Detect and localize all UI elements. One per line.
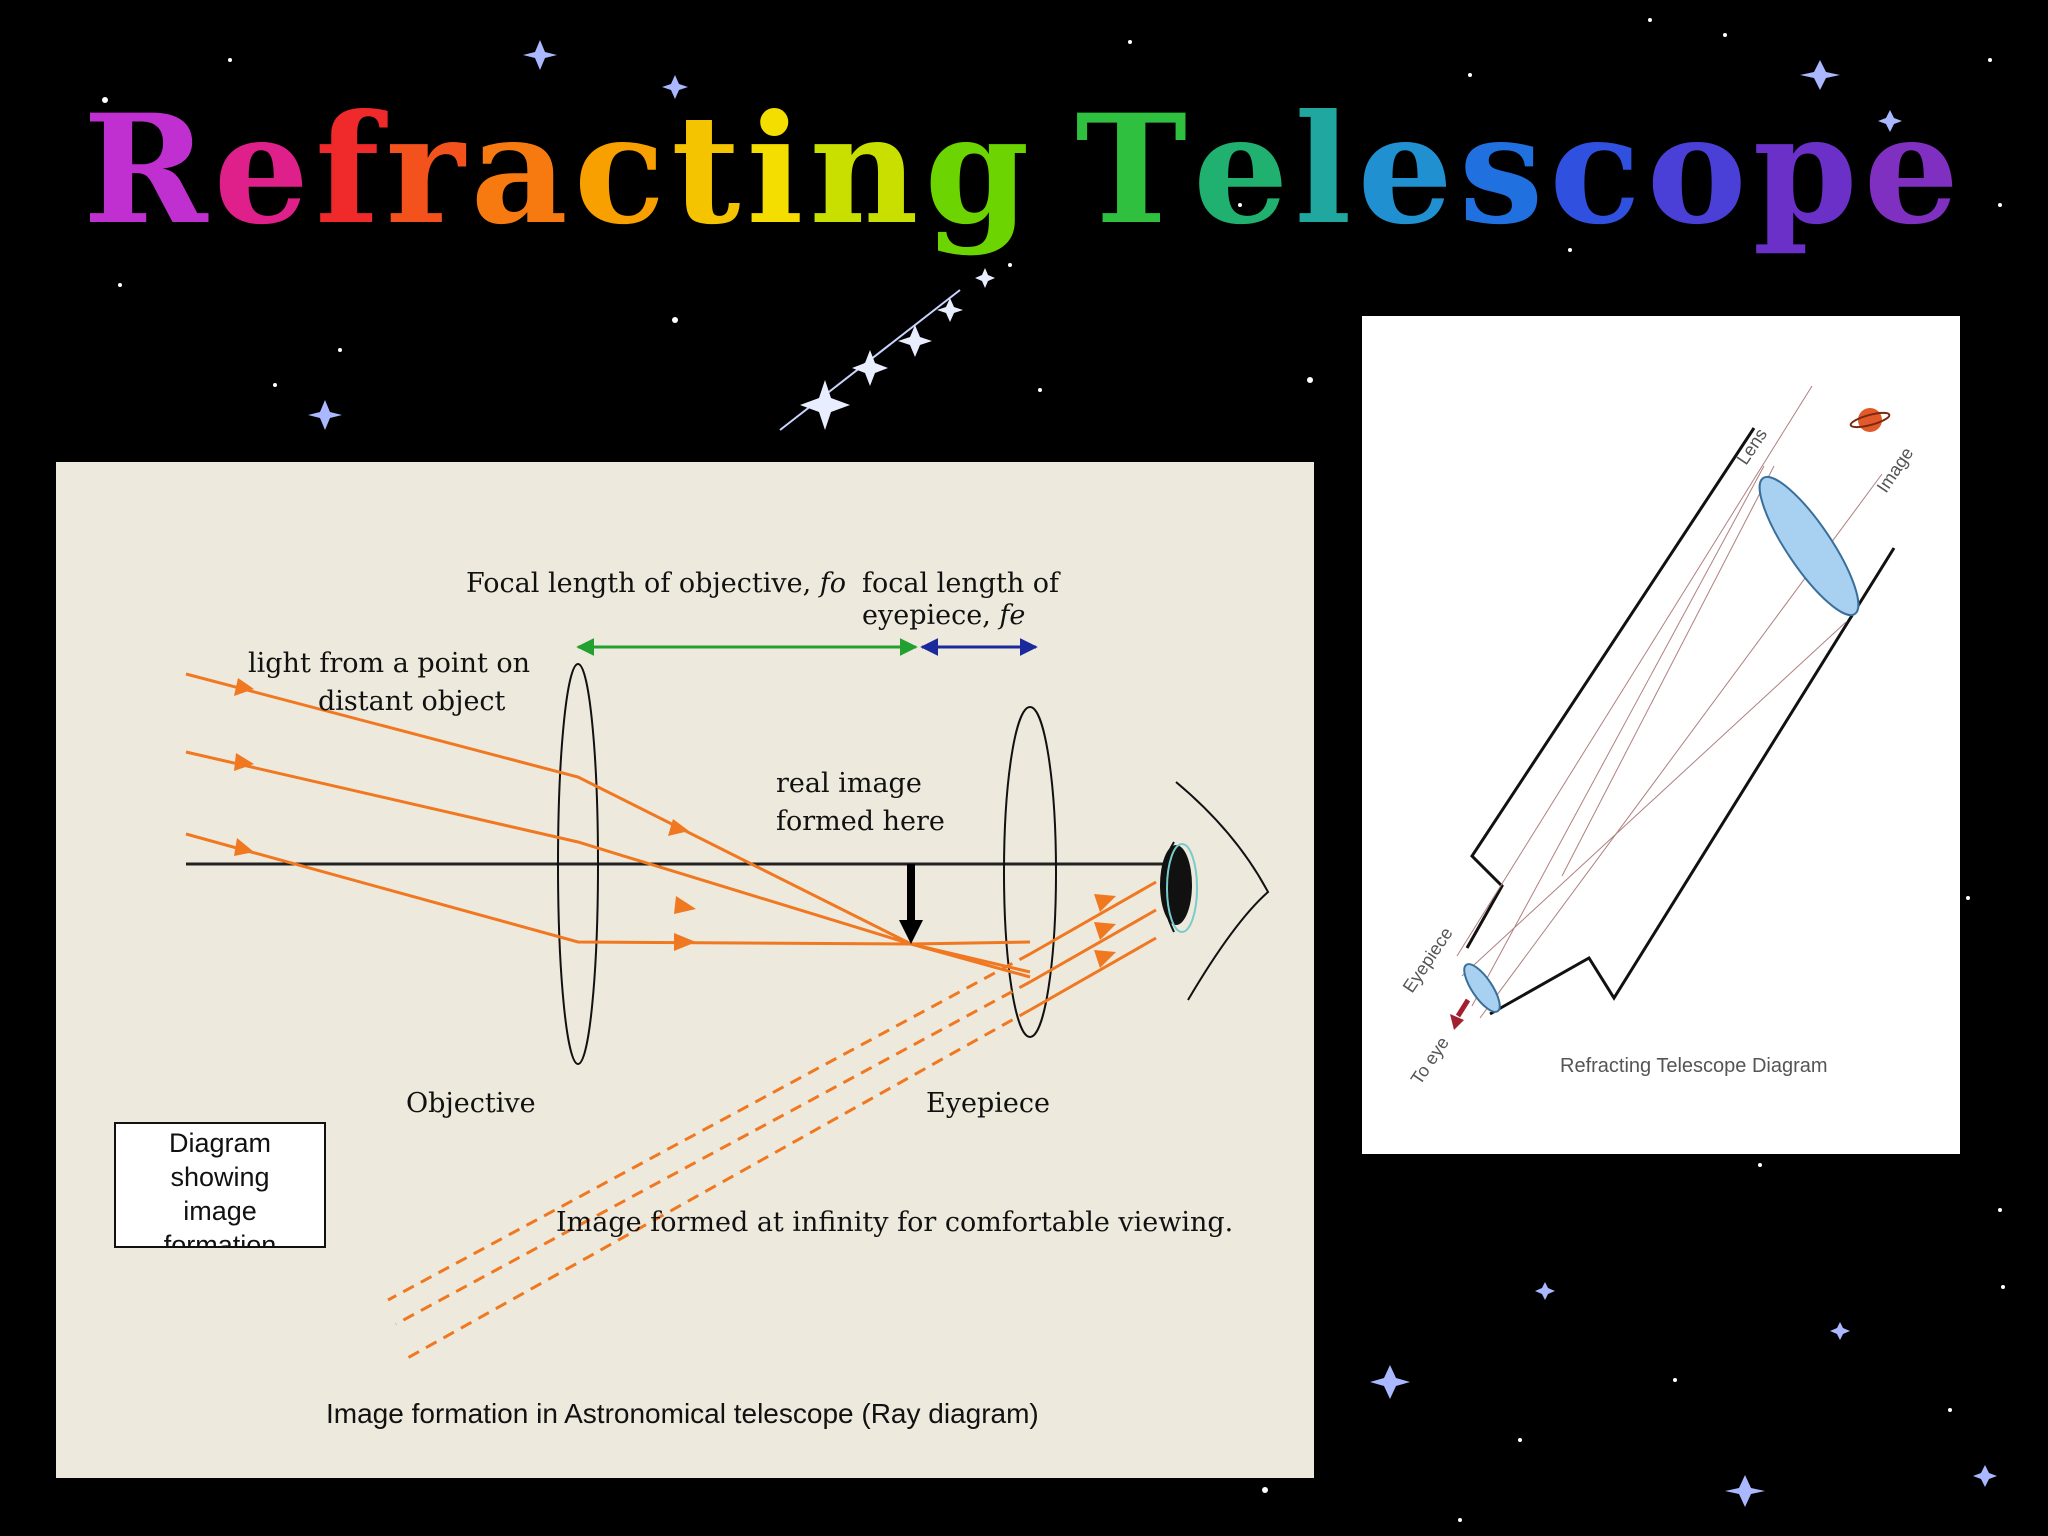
- planet-icon: [1849, 408, 1891, 432]
- focal-eyepiece-label-line2: eyepiece,: [862, 600, 999, 631]
- title-letter: c: [573, 82, 672, 258]
- focal-objective-symbol: fo: [818, 568, 846, 599]
- title-letter: e: [213, 82, 316, 258]
- note-line: showing: [170, 1162, 270, 1192]
- title-letter: r: [385, 82, 471, 258]
- eyepiece-lens-icon: [1463, 963, 1501, 1013]
- eyepiece-label: Eyepiece: [926, 1088, 1050, 1119]
- title-letter: c: [1549, 82, 1647, 258]
- title-letter: e: [1357, 82, 1459, 258]
- title-letter: [1035, 70, 1075, 270]
- title-letter: o: [1646, 82, 1753, 258]
- note-line: image: [183, 1196, 257, 1226]
- objective-lens-icon: [1758, 475, 1860, 617]
- real-image-arrow: [899, 864, 923, 944]
- ray-diagram: Focal length of objective, fo focal leng…: [185, 568, 1270, 1429]
- title-letter: n: [809, 82, 925, 258]
- slide-title: Refracting Telescope: [0, 70, 2048, 270]
- light-label-line2: distant object: [318, 686, 506, 717]
- objective-lens: [557, 663, 599, 1065]
- title-letter: f: [315, 82, 386, 258]
- objective-label: Objective: [406, 1088, 536, 1119]
- focal-eyepiece-symbol: fe: [997, 600, 1025, 631]
- svg-text:eyepiece, fe: eyepiece, fe: [862, 600, 1025, 631]
- focal-eyepiece-label-line1: focal length of: [862, 568, 1061, 599]
- telescope-diagram-panel: Lens Image Eyepiece To eye Refracting Te…: [1362, 316, 1960, 1154]
- image-label: Image: [1873, 444, 1918, 497]
- to-eye-arrow: [1450, 998, 1471, 1030]
- eye-icon: [1160, 781, 1270, 1001]
- eyepiece-label: Eyepiece: [1399, 924, 1457, 997]
- real-image-label-line1: real image: [776, 768, 922, 799]
- slide-title-text: Refracting Telescope: [83, 70, 1965, 270]
- title-letter: e: [1193, 82, 1295, 258]
- note-line: Diagram: [168, 1128, 272, 1158]
- focal-objective-label: Focal length of objective,: [466, 568, 820, 599]
- title-letter: R: [82, 82, 214, 258]
- infinity-label: Image formed at infinity for comfortable…: [556, 1207, 1233, 1238]
- outgoing-rays: [1029, 880, 1157, 1012]
- title-letter: l: [1294, 82, 1358, 258]
- title-letter: g: [924, 82, 1036, 258]
- ray-arrowheads: [234, 678, 1116, 968]
- real-image-label-line2: formed here: [776, 806, 945, 837]
- svg-text:Focal length of objective, fo: Focal length of objective, fo: [466, 568, 846, 599]
- light-label-line1: light from a point on: [248, 648, 530, 679]
- title-letter: p: [1752, 82, 1864, 258]
- title-letter: t: [671, 82, 747, 258]
- ray-diagram-caption: Image formation in Astronomical telescop…: [326, 1398, 1039, 1429]
- light-rays: [1456, 385, 1883, 1019]
- ray-diagram-panel: Focal length of objective, fo focal leng…: [56, 462, 1314, 1478]
- diagram-note-box: Diagram showing image formation: [114, 1122, 326, 1248]
- telescope-caption: Refracting Telescope Diagram: [1560, 1055, 1828, 1077]
- to-eye-label: To eye: [1407, 1033, 1453, 1088]
- title-letter: T: [1075, 82, 1194, 258]
- incoming-rays: [185, 672, 1031, 979]
- telescope-tube: [1465, 427, 1896, 1016]
- title-letter: s: [1458, 82, 1550, 258]
- title-letter: e: [1863, 82, 1966, 258]
- virtual-rays: [387, 952, 1031, 1362]
- telescope-diagram: Lens Image Eyepiece To eye Refracting Te…: [1399, 385, 1918, 1088]
- title-letter: i: [746, 82, 810, 258]
- title-letter: a: [470, 82, 574, 258]
- note-line: formation: [163, 1230, 277, 1248]
- eyepiece-lens: [1003, 706, 1057, 1038]
